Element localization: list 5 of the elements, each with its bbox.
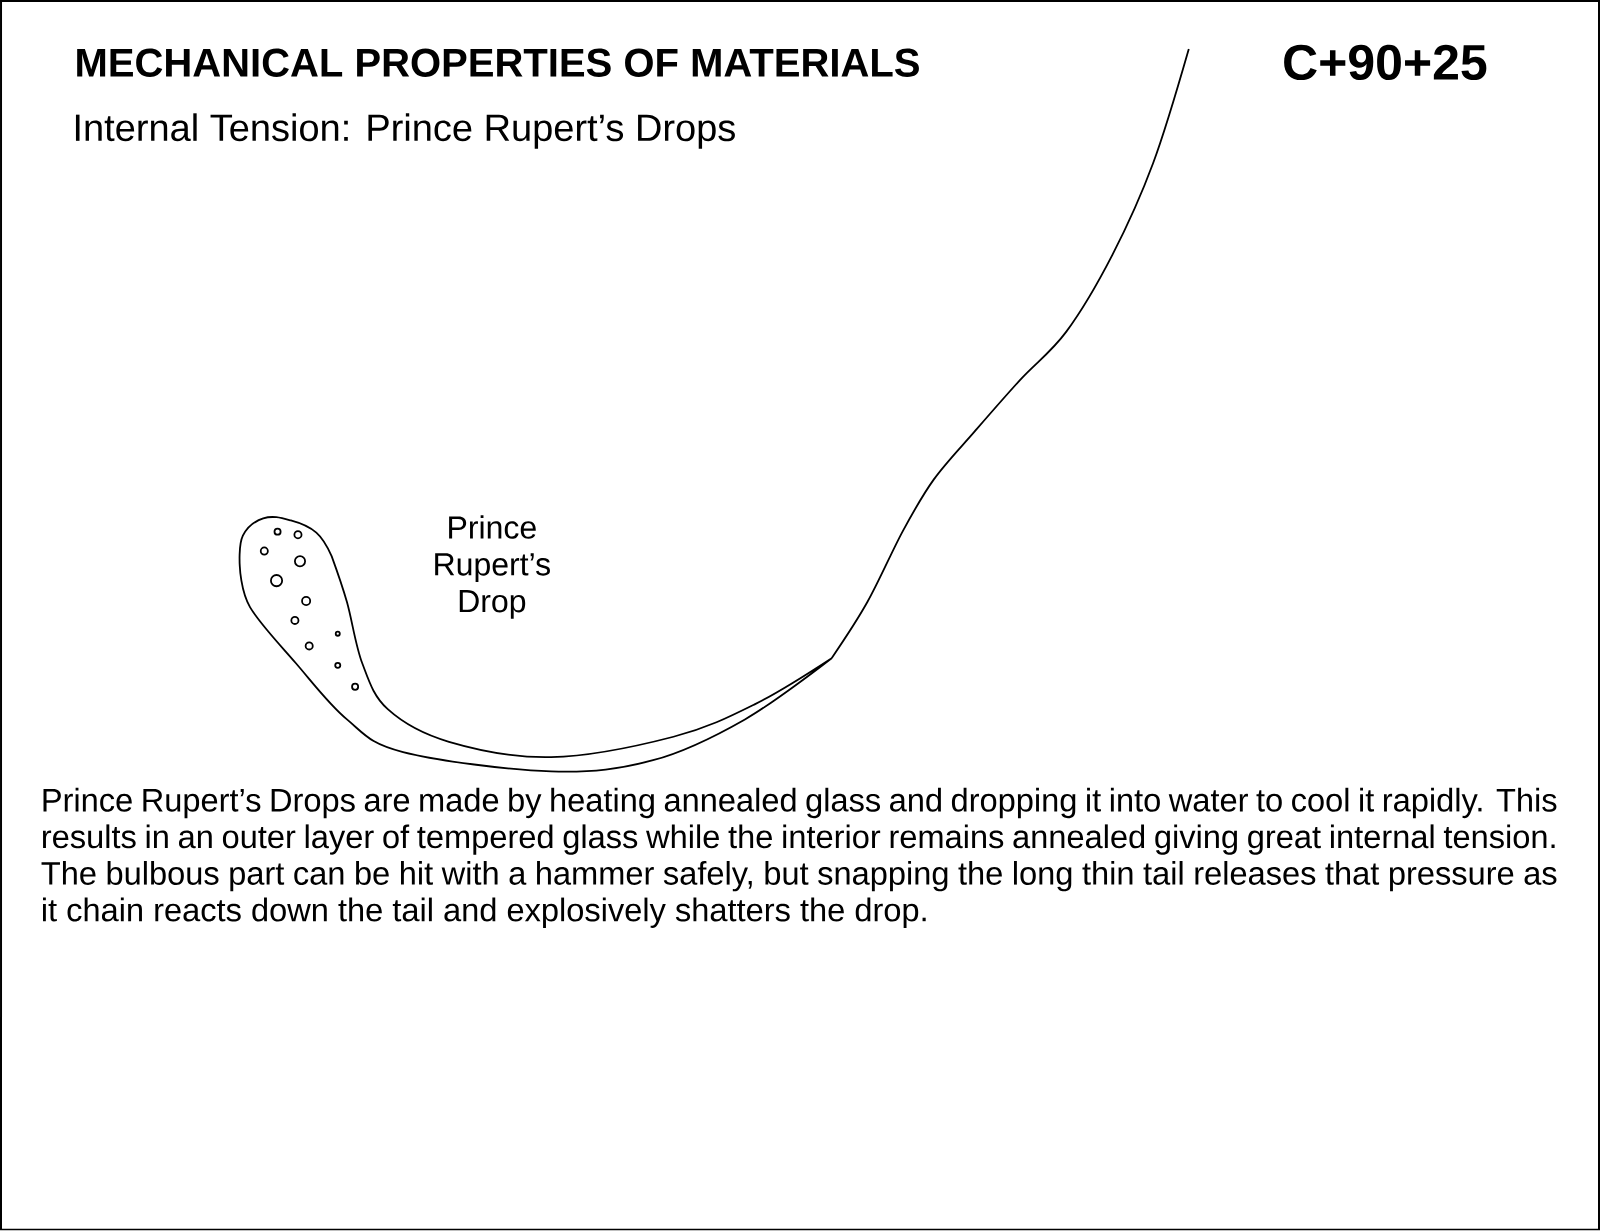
- code-label: C+90+25: [1284, 44, 1487, 81]
- description-text: Prince Rupert’s Drops are made by heating annealed glass and dropping it into water to cool it rapidly. This results in an outer layer of tempered glass while the interior remains annealed giving great internal tension. The bulbous part can be hit with a hammer safely, but snapping the long thin tail releases that pressure as it chain reacts down the tail and explosively shatters the drop.: [41, 787, 1557, 929]
- heading: MECHANICAL PROPERTIES OF MATERIALS: [77, 48, 919, 78]
- drop-label: Prince Rupert’s Drop: [435, 515, 550, 619]
- subtitle: Internal Tension: Prince Rupert’s Drops: [75, 113, 735, 149]
